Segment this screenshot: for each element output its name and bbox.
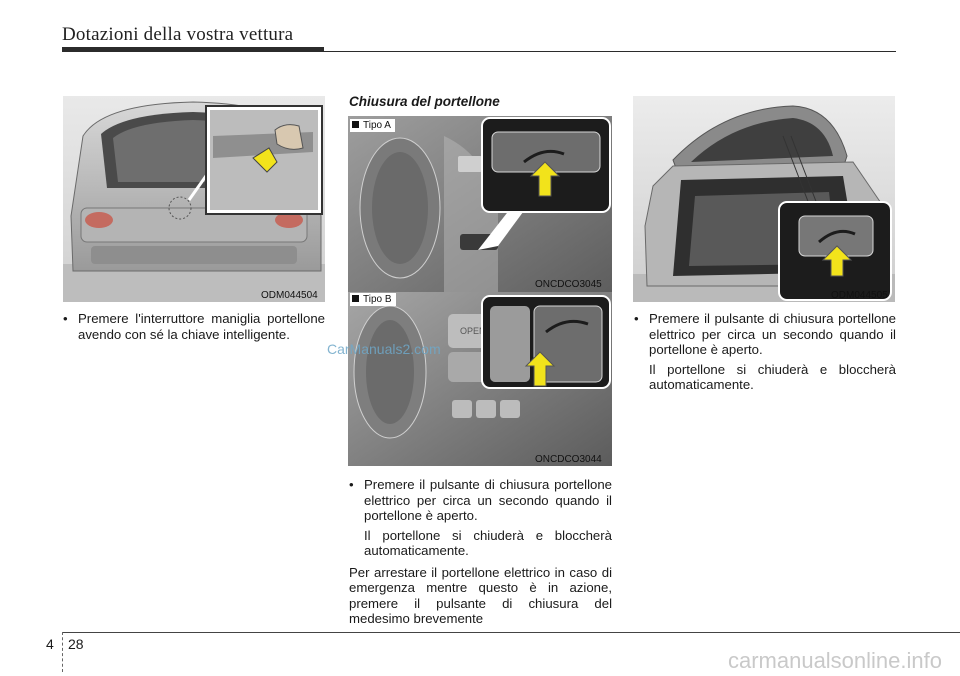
left-bullet: • Premere l'interruttore maniglia portel…: [63, 311, 325, 342]
left-column-text: • Premere l'interruttore maniglia portel…: [63, 311, 325, 342]
middle-paragraph: Per arrestare il portellone elettrico in…: [349, 564, 612, 627]
figure-code-left: ODM044504: [261, 290, 318, 301]
page-number: 28: [68, 636, 84, 652]
watermark-text: CarManuals2.com: [327, 341, 441, 357]
figure-rear-handle: [63, 96, 325, 302]
bullet-dot: •: [634, 311, 639, 326]
tipo-b-text: Tipo B: [363, 294, 392, 305]
rear-car-illustration: [63, 96, 325, 302]
square-bullet-icon: [352, 121, 359, 128]
tipo-b-illustration: OPEN: [348, 292, 612, 466]
footer-site-watermark: carmanualsonline.info: [727, 648, 942, 673]
footer-rule: [62, 632, 960, 633]
tipo-b-label: Tipo B: [350, 293, 396, 306]
right-bullet-text: Premere il pulsante di chiusura portello…: [649, 311, 896, 357]
figure-code-tipo-a: ONCDCO3045: [535, 279, 602, 290]
middle-bullet: • Premere il pulsante di chiusura portel…: [349, 477, 612, 524]
figure-tipo-b: OPEN: [348, 292, 612, 466]
header-rule-thick: [62, 47, 324, 52]
tipo-a-label: Tipo A: [350, 119, 395, 132]
middle-bullet-text: Premere il pulsante di chiusura portello…: [364, 477, 612, 523]
middle-column-text: • Premere il pulsante di chiusura portel…: [349, 477, 612, 627]
header-rule-thin: [62, 51, 896, 52]
left-bullet-text: Premere l'interruttore maniglia portello…: [78, 311, 325, 342]
figure-code-right: ODM044505: [831, 290, 888, 301]
tipo-a-text: Tipo A: [363, 120, 391, 131]
open-text-b1: OPEN: [460, 326, 486, 336]
page-header-title: Dotazioni della vostra vettura: [62, 24, 294, 45]
bullet-dot: •: [349, 477, 354, 492]
footer-divider: [62, 632, 64, 672]
open-tailgate-illustration: [633, 96, 895, 302]
right-sub-text: Il portellone si chiuderà e bloccherà au…: [649, 361, 896, 393]
square-bullet-icon: [352, 295, 359, 302]
right-bullet: • Premere il pulsante di chiusura portel…: [634, 311, 896, 358]
middle-sub-text: Il portellone si chiuderà e bloccherà au…: [364, 527, 612, 559]
figure-code-tipo-b: ONCDCO3044: [535, 454, 602, 465]
chapter-number: 4: [46, 636, 54, 652]
section-title: Chiusura del portellone: [349, 94, 500, 109]
figure-tipo-a: [348, 116, 612, 292]
right-column-text: • Premere il pulsante di chiusura portel…: [634, 311, 896, 393]
bullet-dot: •: [63, 311, 68, 326]
figure-open-tailgate: [633, 96, 895, 302]
tipo-a-illustration: [348, 116, 612, 292]
